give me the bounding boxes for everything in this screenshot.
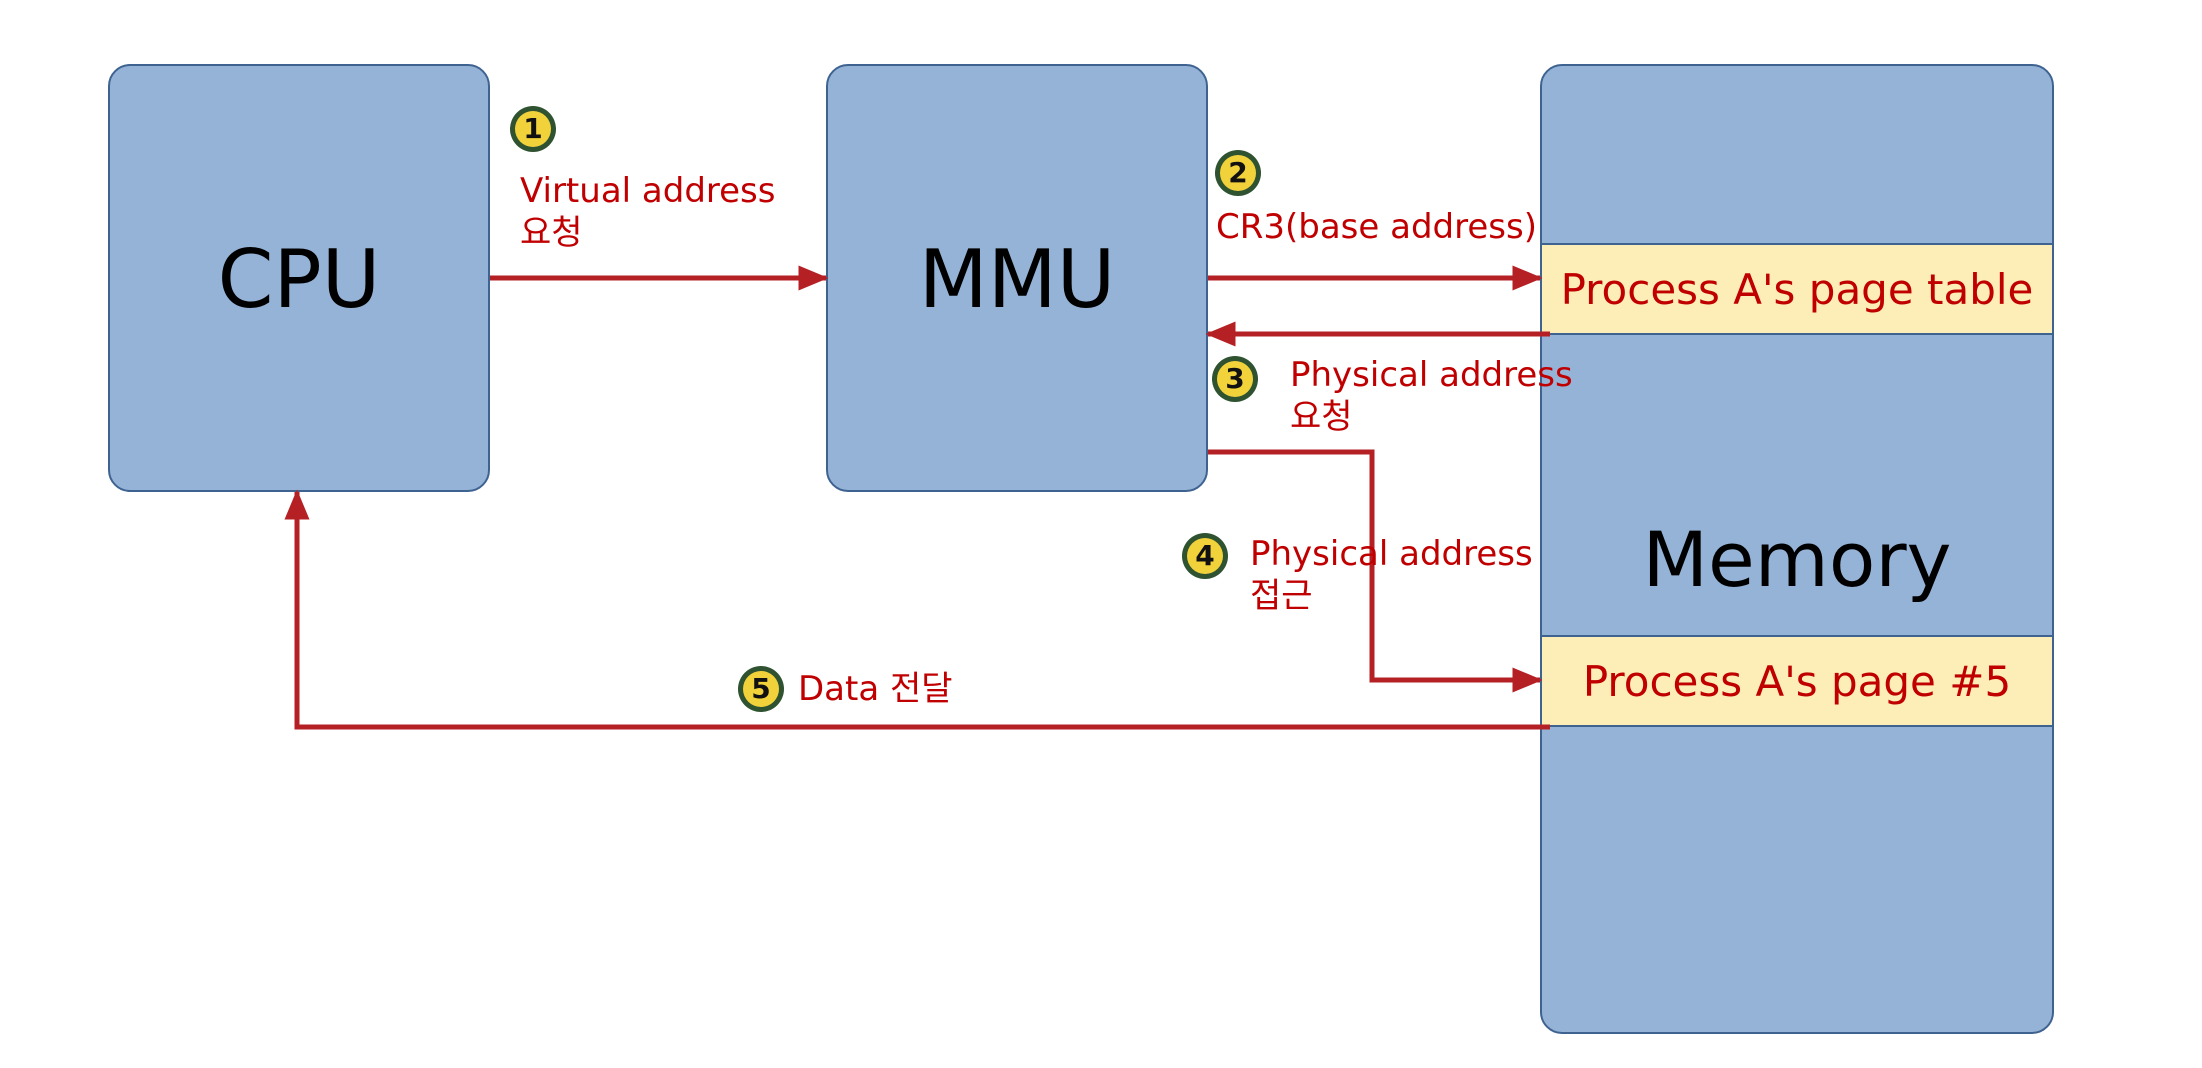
step4-text: Physical address 접근 <box>1250 533 1533 617</box>
memory-label: Memory <box>1642 515 1952 604</box>
page-table-region: Process A's page table <box>1542 243 2052 335</box>
mmu-label: MMU <box>918 233 1116 326</box>
step3-text: Physical address 요청 <box>1290 354 1573 438</box>
step5-text: Data 전달 <box>798 668 953 710</box>
page5-region: Process A's page #5 <box>1542 635 2052 727</box>
cpu-label: CPU <box>217 233 381 326</box>
step5-badge: 5 <box>738 666 784 712</box>
step2-number: 2 <box>1220 155 1256 191</box>
step3-badge: 3 <box>1212 356 1258 402</box>
step2-badge: 2 <box>1215 150 1261 196</box>
step3-line1: Physical address <box>1290 355 1573 395</box>
step1-number: 1 <box>515 111 551 147</box>
step1-badge: 1 <box>510 106 556 152</box>
step5-line1: Data 전달 <box>798 669 953 709</box>
step1-line2: 요청 <box>520 213 583 253</box>
step1-text: Virtual address 요청 <box>520 170 775 254</box>
step4-badge: 4 <box>1182 533 1228 579</box>
step1-line1: Virtual address <box>520 171 776 211</box>
cpu-box: CPU <box>108 64 490 492</box>
step4-number: 4 <box>1187 538 1223 574</box>
arrow-step5 <box>284 489 1550 730</box>
arrow-step4 <box>1208 449 1543 693</box>
step3-line2: 요청 <box>1290 397 1353 437</box>
step4-line1: Physical address <box>1250 534 1533 574</box>
step2-line1: CR3(base address) <box>1216 207 1537 247</box>
step5-number: 5 <box>743 671 779 707</box>
memory-box: Process A's page table Memory Process A'… <box>1540 64 2054 1034</box>
step3-number: 3 <box>1217 361 1253 397</box>
step2-text: CR3(base address) <box>1216 206 1537 248</box>
mmu-box: MMU <box>826 64 1208 492</box>
step4-line2: 접근 <box>1250 576 1313 616</box>
